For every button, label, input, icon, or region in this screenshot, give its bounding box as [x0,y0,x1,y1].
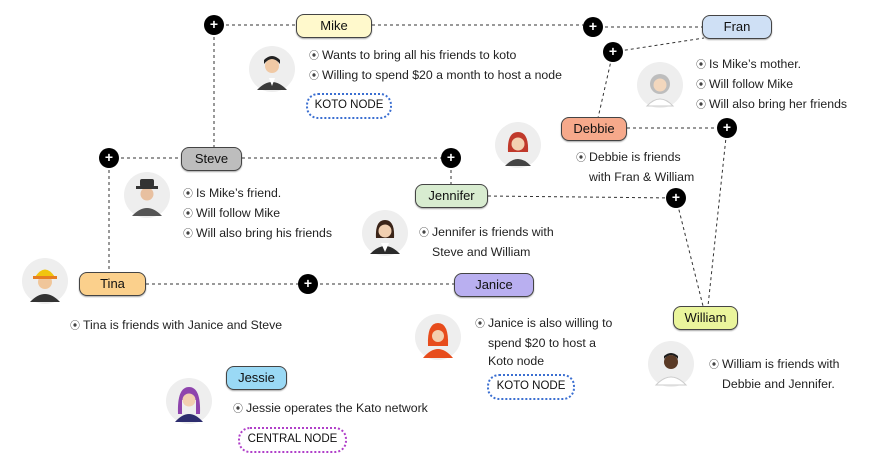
note-steve: ⦿Is Mike’s friend. ⦿Will follow Mike ⦿Wi… [183,186,332,240]
connector-plus-icon[interactable]: + [298,274,318,294]
connector-plus-icon[interactable]: + [441,148,461,168]
node-jessie[interactable]: Jessie [226,366,287,390]
edge-hub3-fran [612,37,705,53]
edge-hub4-william [707,127,728,307]
man-in-hat-icon [124,172,170,218]
connector-plus-icon[interactable]: + [99,148,119,168]
edge-hub6-william [675,197,704,307]
connector-plus-icon[interactable]: + [717,118,737,138]
woman-in-blazer-icon [362,210,408,256]
note-tina: ⦿Tina is friends with Janice and Steve [70,318,283,332]
note-william: ⦿William is friends with Debbie and Jenn… [709,357,840,391]
central-node-badge: CENTRAL NODE [238,427,347,453]
node-william[interactable]: William [673,306,738,330]
note-fran: ⦿Is Mike’s mother. ⦿Will follow Mike ⦿Wi… [696,57,848,111]
node-debbie[interactable]: Debbie [561,117,627,141]
koto-node-badge: KOTO NODE [487,374,575,400]
koto-node-badge: KOTO NODE [306,93,392,119]
note-mike: ⦿Wants to bring all his friends to koto … [309,48,562,82]
note-janice: ⦿Janice is also willing to spend $20 to … [475,316,613,368]
connector-plus-icon[interactable]: + [603,42,623,62]
node-mike[interactable]: Mike [296,14,372,38]
note-jennifer: ⦿Jennifer is friends with Steve and Will… [419,225,554,259]
connector-plus-icon[interactable]: + [583,17,603,37]
node-janice[interactable]: Janice [454,273,534,297]
connector-plus-icon[interactable]: + [204,15,224,35]
note-debbie: ⦿Debbie is friends with Fran & William [576,150,695,184]
node-tina[interactable]: Tina [79,272,146,296]
man-in-white-shirt-icon [648,341,694,387]
edge-hub3-debbie [597,51,614,119]
edge-jennifer-hub6 [487,195,677,199]
note-jessie: ⦿Jessie operates the Kato network [233,401,428,415]
man-in-suit-icon [249,46,295,92]
red-haired-woman-icon [495,122,541,168]
node-jennifer[interactable]: Jennifer [415,184,488,208]
firefighter-icon [22,258,68,304]
purple-haired-woman-icon [166,378,212,424]
node-steve[interactable]: Steve [181,147,242,171]
node-fran[interactable]: Fran [702,15,772,39]
woman-in-hijab-icon [415,314,461,360]
grey-haired-woman-icon [637,62,683,108]
connector-plus-icon[interactable]: + [666,188,686,208]
